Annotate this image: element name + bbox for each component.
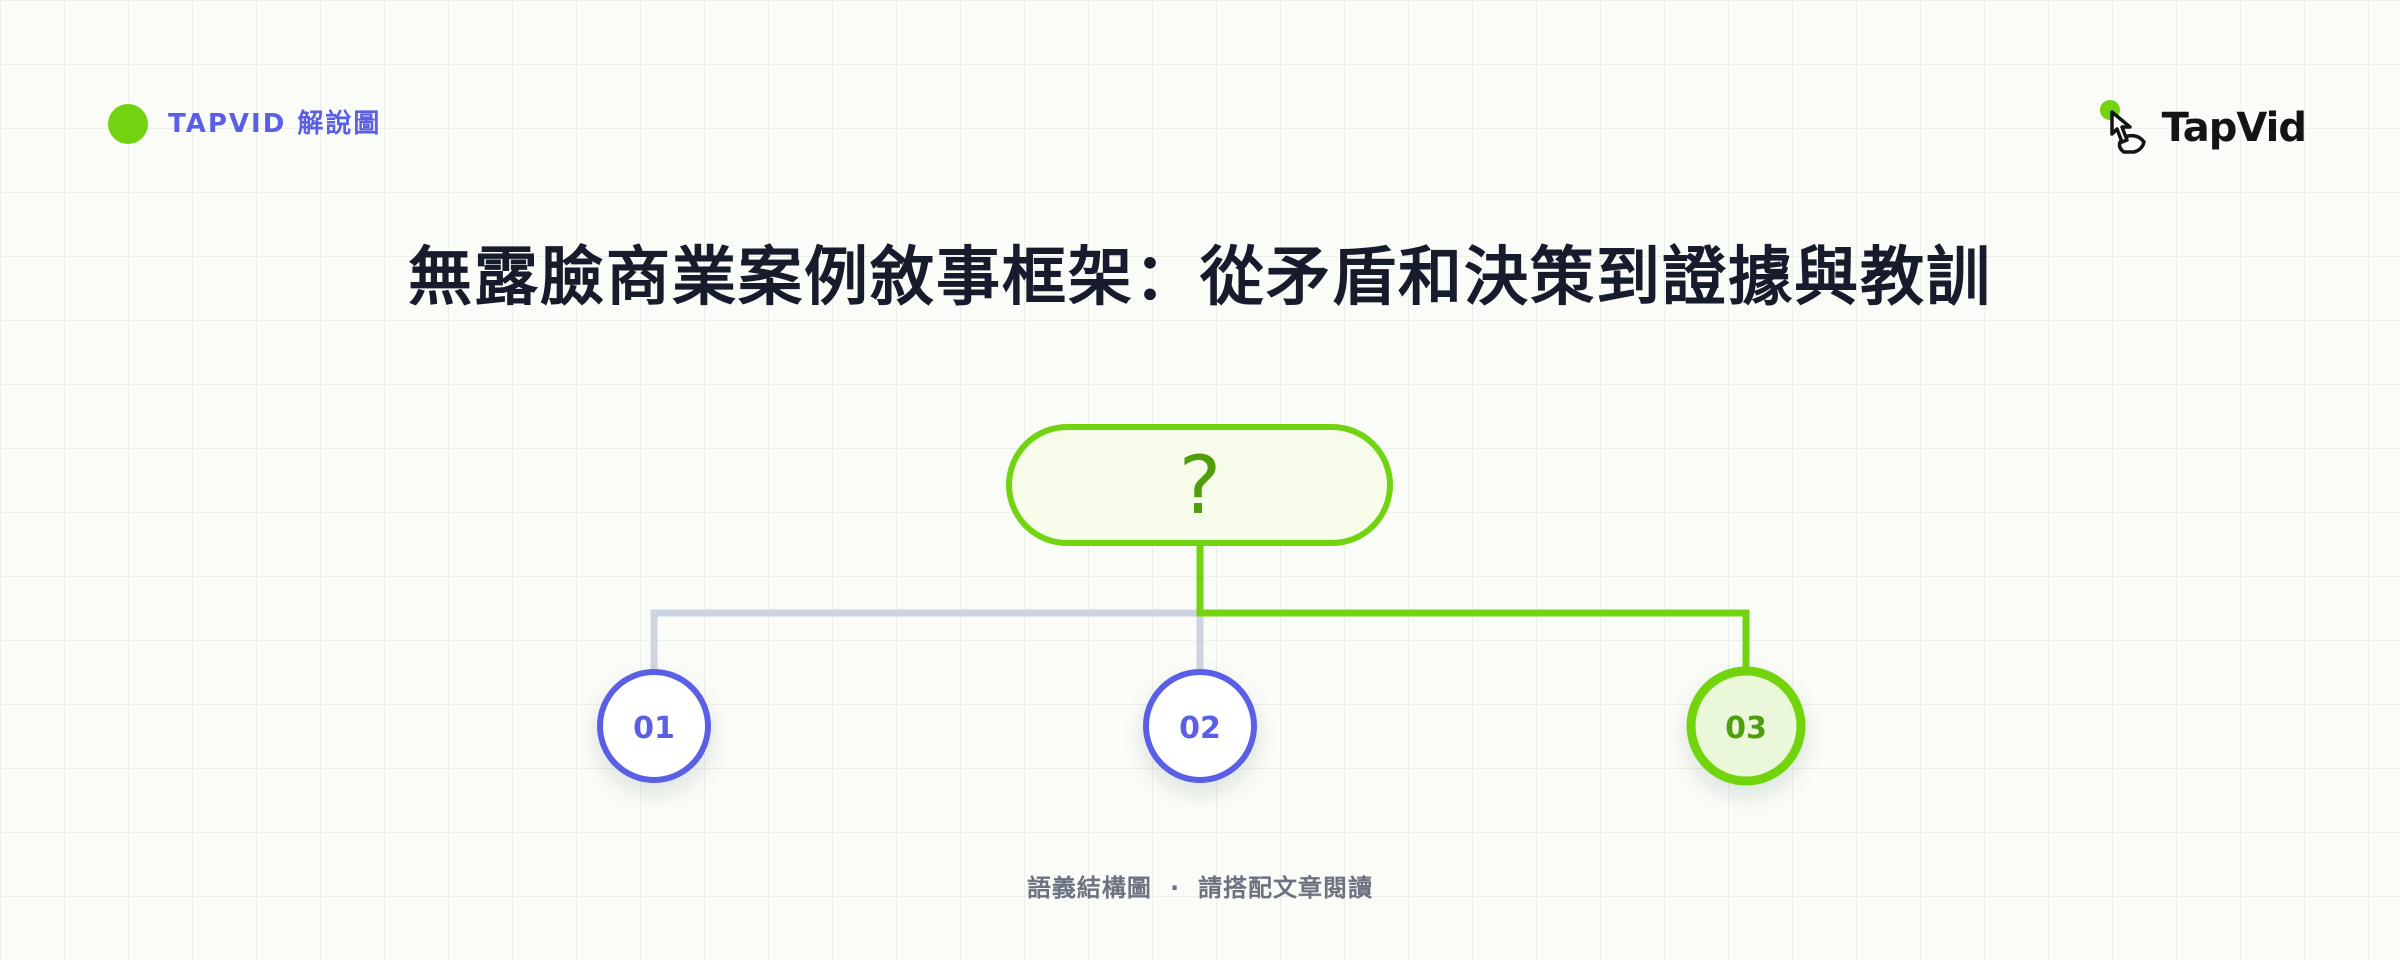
brand-dot	[108, 104, 148, 144]
page-title: 無露臉商業案例敘事框架：從矛盾和決策到證據與教訓	[408, 241, 1992, 315]
node-02[interactable]: 02	[1143, 669, 1257, 783]
tapvid-logo[interactable]: TapVid	[2098, 96, 2307, 160]
brand-label: TAPVID 解說圖	[168, 109, 382, 139]
root-node[interactable]: ?	[1006, 424, 1393, 546]
footer-note: 語義結構圖 · 請搭配文章閱讀	[0, 868, 2400, 903]
node-02-label: 02	[1179, 711, 1221, 746]
connector-node-03	[1196, 543, 1750, 672]
logo-text: TapVid	[2161, 105, 2307, 151]
footer-separator: ·	[1169, 874, 1181, 902]
hand-pointer-icon	[2099, 100, 2146, 154]
node-03-label: 03	[1725, 711, 1767, 746]
node-03[interactable]: 03	[1686, 666, 1806, 786]
footer-left-text: 語義結構圖	[1026, 874, 1152, 902]
connector-node-01	[650, 609, 1200, 672]
node-01-label: 01	[633, 711, 675, 746]
node-01[interactable]: 01	[597, 669, 711, 783]
root-node-label: ?	[1179, 439, 1221, 532]
footer-right-text: 請搭配文章閱讀	[1198, 874, 1374, 902]
